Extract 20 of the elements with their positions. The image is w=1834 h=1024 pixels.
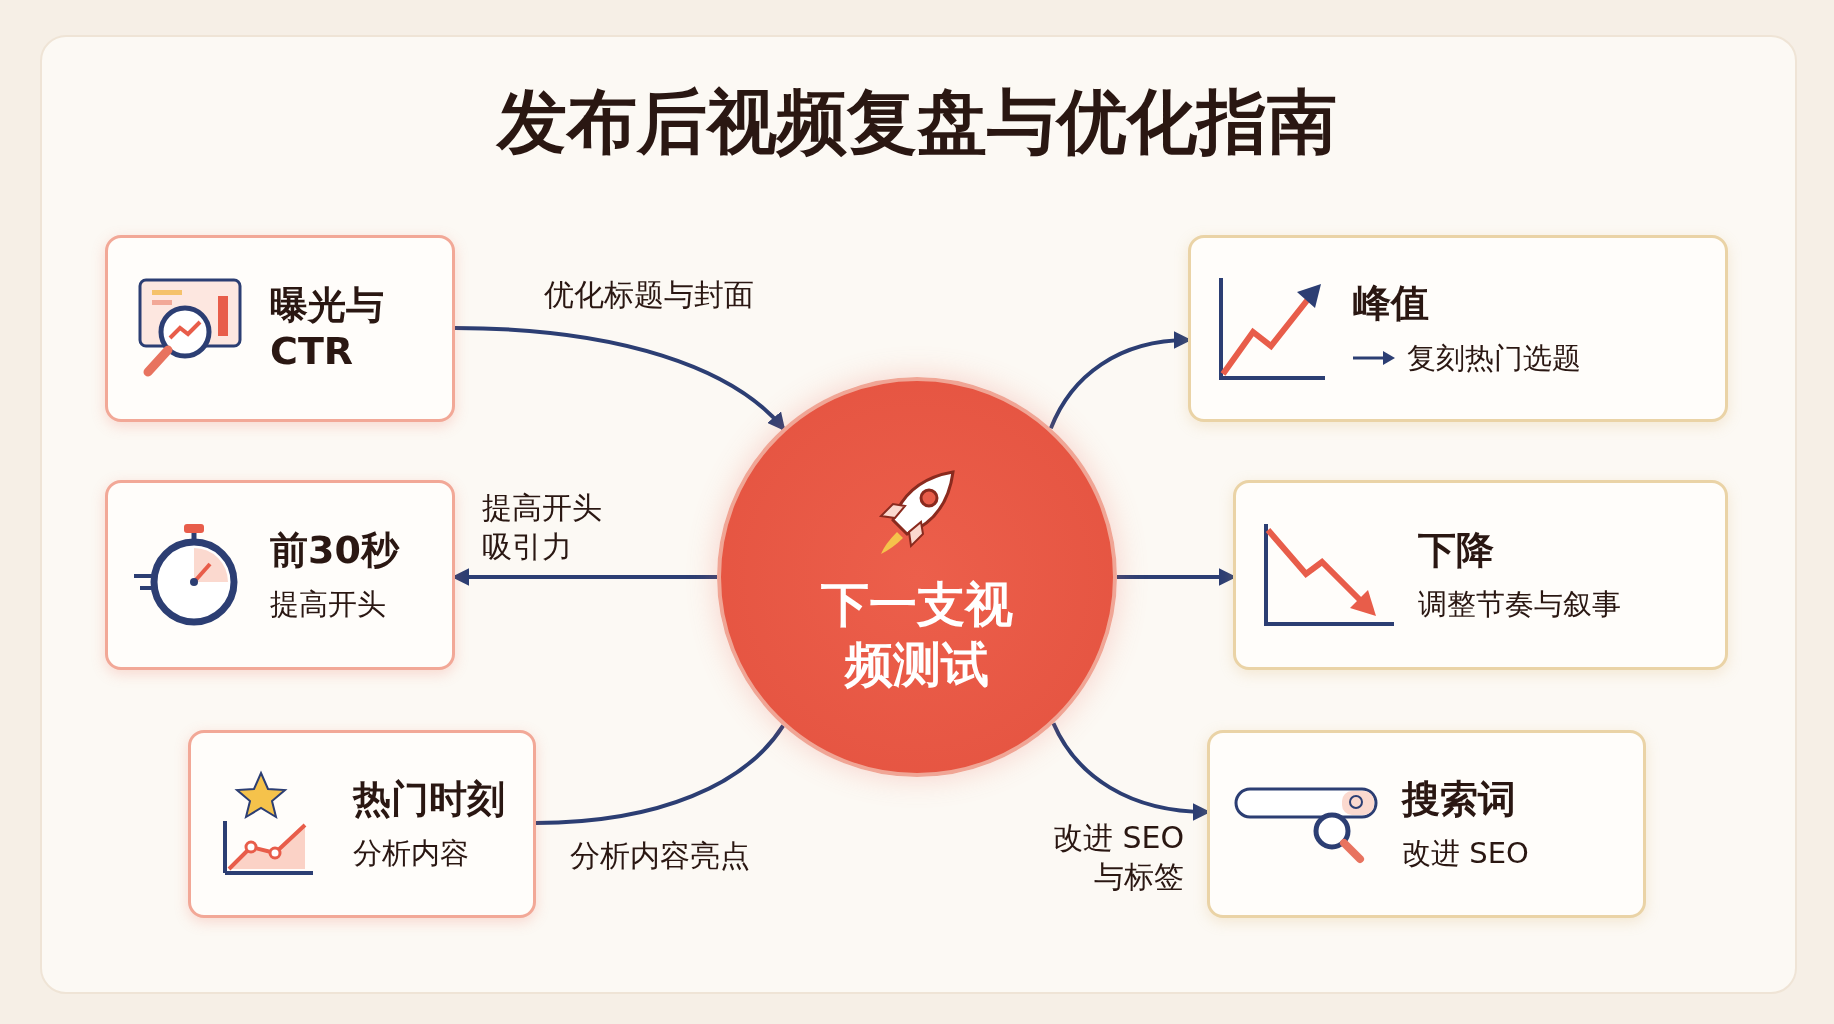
card	[1233, 480, 1728, 670]
card	[105, 480, 455, 670]
card-text: 提高开头	[270, 587, 387, 623]
card-text: 调整节奏与叙事	[1418, 587, 1621, 623]
card-heading: 峰值	[1353, 281, 1430, 327]
card	[1207, 730, 1646, 918]
card	[105, 235, 455, 422]
title: 发布后视频复盘与优化指南	[495, 80, 1338, 164]
card	[188, 730, 536, 918]
arrow	[454, 326, 786, 431]
card-heading: 搜索词	[1402, 776, 1517, 823]
circle-label: 下一支视频测试	[820, 575, 1014, 694]
card-heading: 曝光与 CTR	[270, 282, 385, 375]
card-text: 复刻热门选题	[1407, 340, 1581, 376]
card-heading: 热门时刻	[353, 776, 505, 823]
card-heading: 下降	[1418, 527, 1495, 574]
card-text: 分析内容	[353, 836, 470, 872]
card-heading: 前30秒	[270, 527, 399, 574]
card	[1188, 235, 1728, 422]
card-text: 改进 SEO	[1402, 836, 1529, 872]
